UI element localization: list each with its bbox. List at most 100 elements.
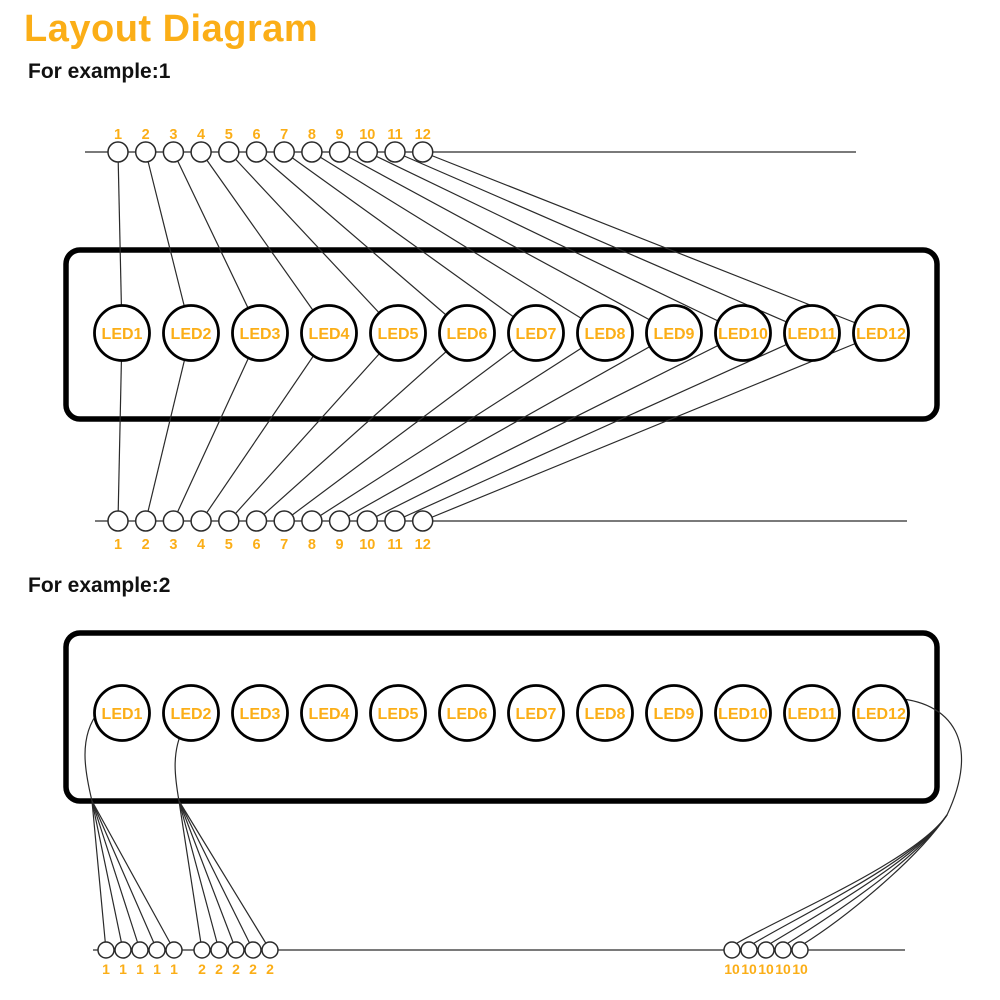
led-label: LED11 — [788, 326, 837, 343]
led-label: LED3 — [240, 326, 281, 343]
wire-led-to-bottom — [200, 332, 330, 522]
bottom-terminal-number: 12 — [415, 537, 431, 553]
wire-fan-line — [91, 800, 107, 951]
led-label: LED9 — [654, 326, 695, 343]
led-label: LED6 — [447, 326, 488, 343]
top-terminal-number: 5 — [225, 127, 233, 143]
bottom-terminal-number: 10 — [724, 961, 740, 977]
bottom-terminal-circle — [165, 941, 183, 959]
bottom-terminal-circle — [190, 510, 212, 532]
bottom-terminal-circle — [328, 510, 351, 532]
led-label: LED9 — [654, 706, 695, 723]
bottom-terminal-number: 4 — [197, 537, 205, 553]
wire-fan-line — [91, 800, 158, 951]
led-circle — [369, 304, 427, 362]
wire-fan-line — [178, 800, 271, 951]
bottom-terminal-circle — [148, 941, 166, 959]
bottom-terminal-number: 2 — [198, 961, 206, 977]
led-circle — [507, 684, 565, 742]
board-outline — [63, 247, 940, 422]
led-lead-curve — [84, 710, 100, 802]
bottom-terminal-number: 10 — [775, 961, 791, 977]
led-label: LED3 — [240, 706, 281, 723]
led-label: LED4 — [309, 326, 350, 343]
top-terminal-circle — [356, 141, 379, 163]
top-terminal-circle — [411, 141, 434, 163]
wire-fan-line — [91, 800, 124, 951]
bottom-terminal-circle — [356, 510, 379, 532]
wire-top-to-led — [394, 151, 813, 334]
example1-label: For example:1 — [28, 60, 171, 83]
bottom-terminal-circle — [791, 941, 809, 959]
bottom-terminal-number: 2 — [142, 537, 150, 553]
wire-fan-line — [178, 800, 220, 951]
bottom-terminal-number: 2 — [249, 961, 257, 977]
top-terminal-circle — [218, 141, 240, 163]
bottom-terminal-number: 1 — [170, 961, 178, 977]
led-label: LED4 — [309, 706, 350, 723]
bottom-terminal-circle — [740, 941, 758, 959]
led-label: LED2 — [171, 326, 212, 343]
bottom-terminal-circle — [227, 941, 245, 959]
wire-led-to-bottom — [256, 332, 468, 522]
bottom-terminal-circle — [193, 941, 211, 959]
led-label: LED10 — [718, 706, 768, 723]
bottom-terminal-circle — [411, 510, 434, 532]
top-terminal-circle — [245, 141, 268, 163]
bottom-terminal-number: 7 — [280, 537, 288, 553]
led-circle — [231, 684, 289, 742]
wire-top-to-led — [283, 151, 537, 334]
wire-top-to-led — [228, 151, 399, 334]
bottom-terminal-number: 11 — [387, 537, 402, 553]
bottom-terminal-number: 3 — [169, 537, 177, 553]
bottom-terminal-circle — [114, 941, 132, 959]
led-circle — [438, 304, 496, 362]
top-terminal-circle — [162, 141, 185, 163]
bottom-terminal-number: 10 — [741, 961, 757, 977]
example2-label: For example:2 — [28, 574, 171, 597]
bottom-terminal-circle — [162, 510, 185, 532]
bottom-terminal-number: 10 — [792, 961, 808, 977]
bottom-terminal-number: 8 — [308, 537, 316, 553]
bottom-terminal-circle — [244, 941, 262, 959]
bottom-terminal-number: 9 — [336, 537, 344, 553]
led-circle — [162, 684, 220, 742]
top-terminal-circle — [273, 141, 295, 163]
led-label: LED8 — [585, 326, 626, 343]
top-terminal-number: 9 — [336, 127, 344, 143]
wire-fan-curve — [801, 814, 948, 946]
top-terminal-circle — [328, 141, 351, 163]
led-circle — [300, 684, 358, 742]
wire-top-to-led — [200, 151, 330, 334]
wire-top-to-led — [117, 151, 123, 334]
wire-top-to-led — [339, 151, 675, 334]
wire-top-to-led — [422, 151, 882, 334]
led-label: LED10 — [718, 326, 768, 343]
led-label: LED5 — [378, 326, 419, 343]
bottom-terminal-circle — [273, 510, 295, 532]
led-lead-curve — [889, 697, 963, 816]
bottom-terminal-number: 1 — [153, 961, 161, 977]
led-circle — [93, 684, 151, 742]
led-circle — [93, 304, 151, 362]
bottom-terminal-circle — [131, 941, 149, 959]
wire-fan-line — [178, 800, 203, 951]
led-circle — [231, 304, 289, 362]
board-outline — [63, 630, 940, 804]
wire-fan-line — [91, 800, 141, 951]
wire-fan-line — [91, 800, 175, 951]
bottom-terminal-circle — [261, 941, 279, 959]
bottom-terminal-circle — [301, 510, 323, 532]
top-terminal-circle — [190, 141, 212, 163]
led-circle — [714, 304, 772, 362]
wire-led-to-bottom — [283, 332, 537, 522]
bottom-terminal-circle — [774, 941, 792, 959]
wire-top-to-led — [256, 151, 468, 334]
wire-fan-curve — [733, 814, 948, 946]
bottom-terminal-circle — [107, 510, 129, 532]
led-label: LED5 — [378, 706, 419, 723]
top-terminal-number: 4 — [197, 127, 205, 143]
